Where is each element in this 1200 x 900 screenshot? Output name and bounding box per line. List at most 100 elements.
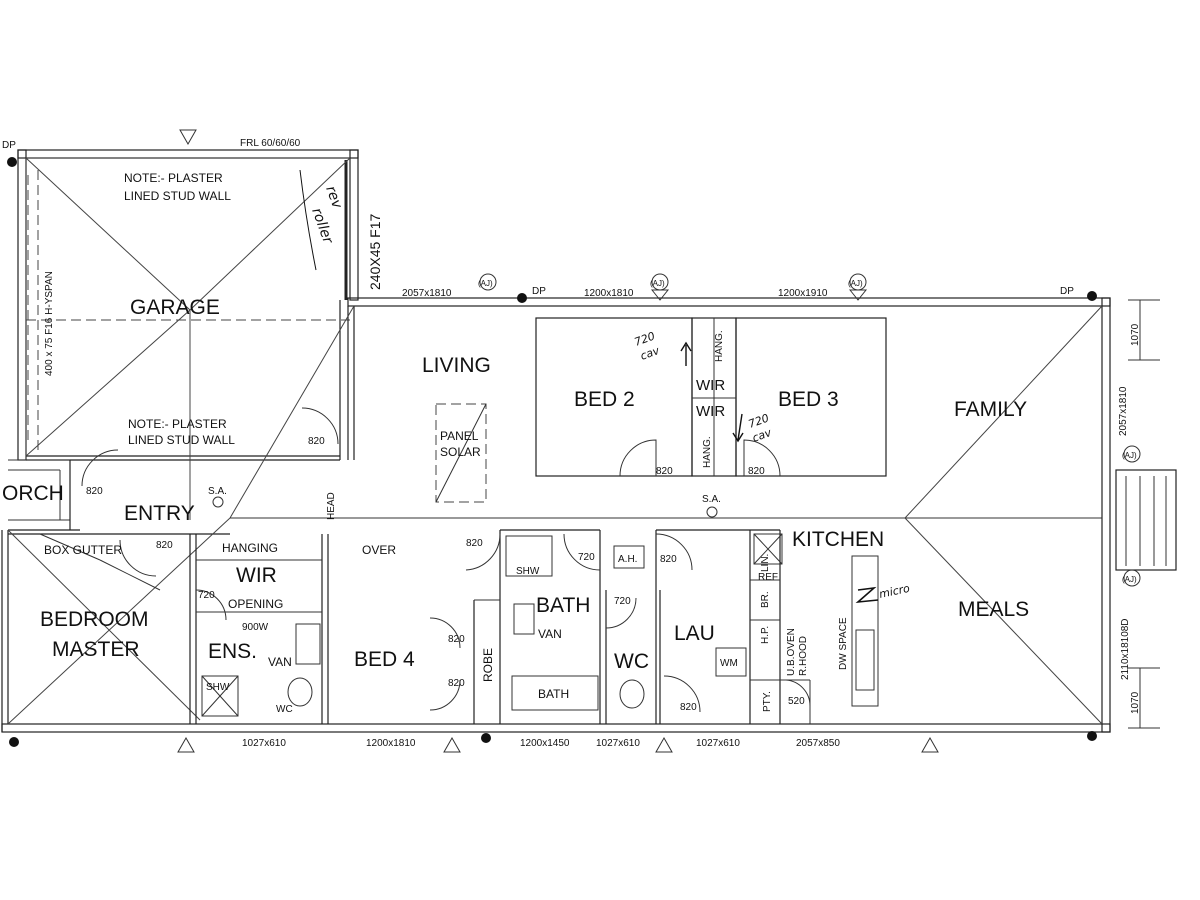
- note-wc-ens: WC: [276, 704, 293, 715]
- note-dw-space: DW SPACE: [838, 617, 849, 670]
- dim-top-right: 1070: [1130, 323, 1141, 346]
- downpipe-dot: [7, 157, 17, 167]
- room-bath: BATH: [536, 594, 590, 617]
- note-robe: ROBE: [481, 648, 495, 682]
- door-size-ah: 820: [660, 554, 677, 565]
- bed2-bed3-walls: [435, 317, 887, 503]
- marker-aj-2: (AJ): [650, 279, 665, 288]
- note-ah: A.H.: [618, 554, 637, 565]
- window-size-bottom-3: 1200x1450: [520, 738, 570, 749]
- marker-dp-top-right: DP: [1060, 286, 1074, 297]
- door-size-bed3: 820: [748, 466, 765, 477]
- note-panel-1: PANEL: [440, 429, 479, 443]
- note-over: OVER: [362, 543, 396, 557]
- marker-aj-1: (AJ): [478, 279, 493, 288]
- window-size-top-1: 2057x1810: [402, 288, 452, 299]
- room-wir-a: WIR: [696, 377, 725, 394]
- note-shw-bath: SHW: [516, 566, 540, 577]
- note-van-ens: VAN: [268, 655, 292, 669]
- room-garage: GARAGE: [130, 296, 220, 319]
- room-bedroom-master-line2: MASTER: [52, 638, 140, 661]
- handwritten-cav-1b: cav: [639, 344, 662, 363]
- room-porch: ORCH: [2, 482, 64, 505]
- note-box-gutter: BOX GUTTER: [44, 543, 122, 557]
- window-size-bottom-5: 1027x610: [696, 738, 740, 749]
- door-size-bed2: 820: [656, 466, 673, 477]
- handwritten-roller: roller: [308, 206, 336, 247]
- downpipe-markers: [7, 157, 1097, 747]
- note-garage-top-2: LINED STUD WALL: [124, 189, 231, 203]
- note-beam: 240X45 F17: [367, 214, 383, 290]
- door-size-bed4-robe-2: 820: [448, 678, 465, 689]
- marker-aj-3: (AJ): [848, 279, 863, 288]
- marker-aj-4: (AJ): [1122, 451, 1137, 460]
- note-bath-tub: BATH: [538, 687, 569, 701]
- note-hang-b: HANG.: [702, 436, 713, 468]
- handwritten-marks: [299, 169, 879, 604]
- dim-bottom-right: 1070: [1130, 691, 1141, 714]
- south-rooms-walls: [81, 407, 879, 724]
- note-lin: LIN.: [760, 554, 771, 572]
- room-bedroom-master-line1: BEDROOM: [40, 608, 149, 631]
- door-size-bed4-entry: 820: [466, 538, 483, 549]
- note-hang-a: HANG.: [714, 330, 725, 362]
- room-lau: LAU: [674, 622, 715, 645]
- note-head: HEAD: [326, 492, 337, 520]
- room-wir-b: WIR: [696, 403, 725, 420]
- room-wir-master: WIR: [236, 564, 277, 587]
- window-size-bottom-4: 1027x610: [596, 738, 640, 749]
- door-size-bed4-robe-1: 820: [448, 634, 465, 645]
- room-ens: ENS.: [208, 640, 257, 663]
- handwritten-rev: rev: [322, 184, 345, 211]
- downpipe-dot: [517, 293, 527, 303]
- garage-walls: [17, 149, 359, 520]
- note-shw: SHW: [206, 682, 230, 693]
- side-steps: [1115, 469, 1177, 571]
- window-size-top-2: 1200x1810: [584, 288, 634, 299]
- note-hp: H.P.: [760, 626, 771, 644]
- note-garage-top-1: NOTE:- PLASTER: [124, 171, 223, 185]
- room-bed4: BED 4: [354, 648, 415, 671]
- door-size-lau: 820: [680, 702, 697, 713]
- note-hanging: HANGING: [222, 541, 278, 555]
- downpipe-dot: [9, 737, 19, 747]
- window-size-right-1: 2057x1810: [1118, 386, 1129, 436]
- note-ub-oven-2: R.HOOD: [798, 636, 809, 676]
- note-ref: REF: [758, 572, 778, 583]
- room-family: FAMILY: [954, 398, 1027, 421]
- door-size-garage-entry: 820: [308, 436, 325, 447]
- aj-markers: [212, 273, 1141, 587]
- handwritten-micro: micro: [878, 582, 911, 601]
- downpipe-dot: [481, 733, 491, 743]
- door-size-pty: 520: [788, 696, 805, 707]
- room-bed2: BED 2: [574, 388, 635, 411]
- room-living: LIVING: [422, 354, 491, 377]
- note-wm: WM: [720, 658, 738, 669]
- note-frl: FRL 60/60/60: [240, 138, 301, 149]
- window-size-bottom-6: 2057x850: [796, 738, 840, 749]
- door-size-entry: 820: [156, 540, 173, 551]
- note-ub-oven-1: U.B.OVEN: [786, 628, 797, 676]
- note-garage-bottom-1: NOTE:- PLASTER: [128, 417, 227, 431]
- note-van: VAN: [538, 627, 562, 641]
- door-size-porch: 820: [86, 486, 103, 497]
- right-dimension-lines: [1128, 299, 1160, 729]
- note-garage-bottom-2: LINED STUD WALL: [128, 433, 235, 447]
- door-size-bath-door: 720: [614, 596, 631, 607]
- downpipe-dot: [1087, 291, 1097, 301]
- window-size-top-3: 1200x1910: [778, 288, 828, 299]
- window-size-right-2: 2110x18108D: [1120, 618, 1131, 680]
- marker-dp-top-left: DP: [2, 140, 16, 151]
- note-lintel: 400 x 75 F16 H-YSPAN: [44, 271, 55, 376]
- room-wc: WC: [614, 650, 649, 673]
- note-sa-hall: S.A.: [702, 494, 721, 505]
- room-entry: ENTRY: [124, 502, 195, 525]
- room-meals: MEALS: [958, 598, 1029, 621]
- marker-dp-mid: DP: [532, 286, 546, 297]
- house-walls: [1, 297, 1111, 733]
- note-sa-entry: S.A.: [208, 486, 227, 497]
- section-arrows: [177, 129, 939, 753]
- marker-aj-5: (AJ): [1122, 575, 1137, 584]
- door-size-master-wir: 720: [198, 590, 215, 601]
